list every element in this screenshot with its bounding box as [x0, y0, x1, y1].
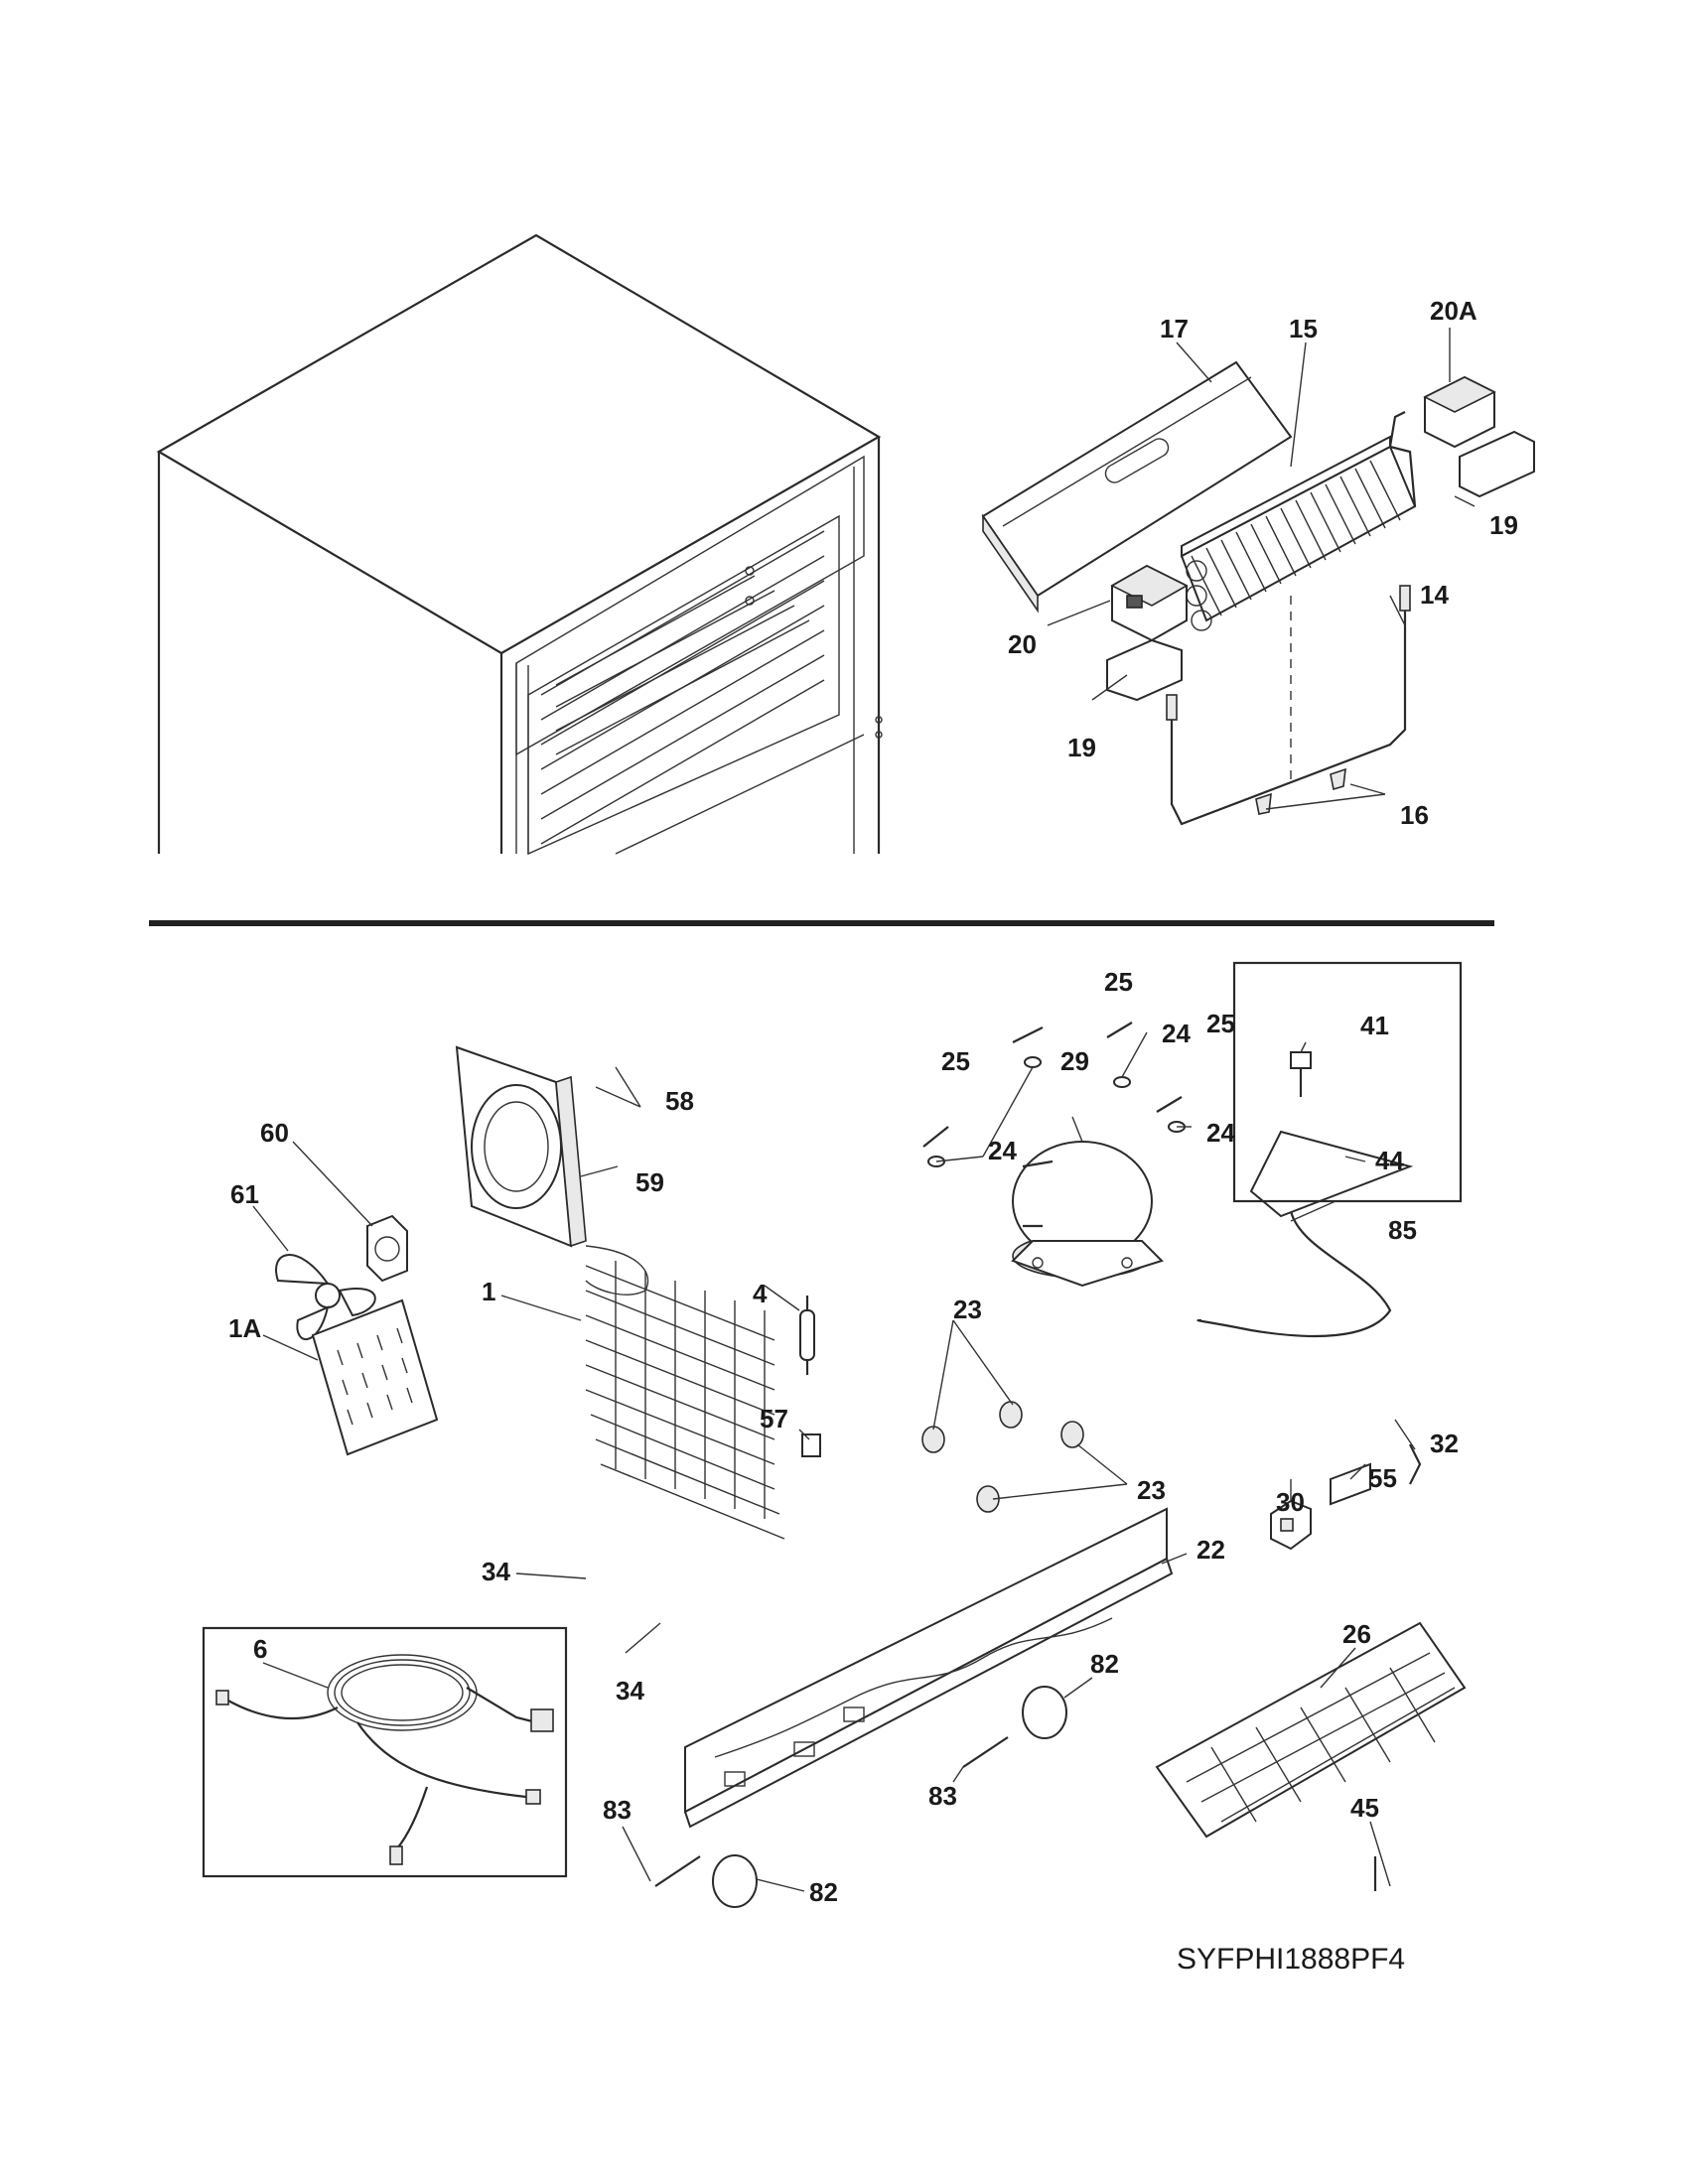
callout-17: 17	[1160, 314, 1189, 343]
callout-23-upper: 23	[953, 1295, 982, 1324]
callout-29: 29	[1060, 1046, 1089, 1076]
evaporator-bracket-20A	[1423, 375, 1535, 498]
detail-box-bracket	[1232, 961, 1463, 1203]
callout-25-b: 25	[1206, 1009, 1235, 1038]
callout-60: 60	[260, 1118, 289, 1148]
power-cord-6	[215, 1654, 554, 1865]
rollers-82-and-screws-83	[654, 1686, 1067, 1908]
detail-box-power-cord	[202, 1626, 568, 1878]
grommets-23	[921, 1401, 1084, 1513]
callout-32: 32	[1430, 1429, 1459, 1458]
thermostat-parts	[1196, 1210, 1422, 1551]
callout-25-c: 25	[941, 1046, 970, 1076]
callout-26: 26	[1342, 1619, 1371, 1649]
callout-85: 85	[1388, 1215, 1417, 1245]
callout-82-left: 82	[809, 1877, 838, 1907]
callout-15: 15	[1289, 314, 1318, 343]
callout-58: 58	[665, 1086, 694, 1116]
evaporator-15	[1180, 411, 1417, 631]
callout-83-left: 83	[603, 1795, 632, 1825]
fan-shroud-59	[455, 1045, 587, 1248]
cabinet-outline	[156, 233, 883, 856]
callout-14: 14	[1420, 580, 1449, 610]
callout-24-c: 24	[988, 1136, 1017, 1165]
callout-22: 22	[1196, 1535, 1225, 1565]
callout-34-upper: 34	[482, 1557, 510, 1586]
callout-30: 30	[1276, 1487, 1305, 1517]
dryer-4	[799, 1296, 815, 1375]
rear-grille-1A	[311, 1298, 439, 1456]
callout-55: 55	[1368, 1463, 1397, 1493]
callout-34-lower: 34	[616, 1676, 644, 1706]
fan-blade-61	[275, 1254, 376, 1340]
evaporator-bracket-20	[1106, 564, 1189, 702]
callout-24-a: 24	[1162, 1019, 1191, 1048]
callout-61: 61	[230, 1179, 259, 1209]
callout-25-a: 25	[1104, 967, 1133, 997]
evaporator-cover-17	[981, 360, 1293, 614]
detail-bracket-44	[1249, 1051, 1414, 1218]
condenser-1	[585, 1245, 785, 1540]
callout-20A: 20A	[1430, 296, 1477, 326]
callout-16: 16	[1400, 800, 1429, 830]
defrost-heater-14	[1166, 585, 1411, 826]
callout-24-b: 24	[1206, 1118, 1235, 1148]
fan-motor-60	[366, 1214, 408, 1283]
callout-59: 59	[635, 1167, 664, 1197]
callout-45: 45	[1350, 1793, 1379, 1823]
callout-82-right: 82	[1090, 1649, 1119, 1679]
callout-19-lower: 19	[1067, 733, 1096, 762]
callout-57: 57	[760, 1404, 788, 1433]
callout-41: 41	[1360, 1011, 1389, 1040]
callout-23-lower: 23	[1137, 1475, 1166, 1505]
washers-24-and-clips-25	[922, 1022, 1186, 1167]
clip-57	[801, 1433, 821, 1457]
callout-1A: 1A	[228, 1313, 261, 1343]
drain-pan-26	[1155, 1621, 1467, 1839]
base-plate-22	[683, 1507, 1174, 1829]
compressor-29	[1011, 1141, 1164, 1288]
callout-4: 4	[753, 1279, 768, 1308]
callout-6: 6	[253, 1634, 267, 1664]
callout-20: 20	[1008, 629, 1037, 659]
callout-44: 44	[1375, 1146, 1404, 1175]
callout-1: 1	[482, 1277, 495, 1306]
leader-lines	[252, 328, 1476, 1892]
diagram-code: SYFPHI1888PF4	[1177, 1943, 1405, 1976]
callout-19-upper: 19	[1489, 510, 1518, 540]
callout-83-right: 83	[928, 1781, 957, 1811]
callout-labels: 20A 17 15 19 14 20 19 16 25 25 25 24 24 …	[228, 296, 1518, 1907]
